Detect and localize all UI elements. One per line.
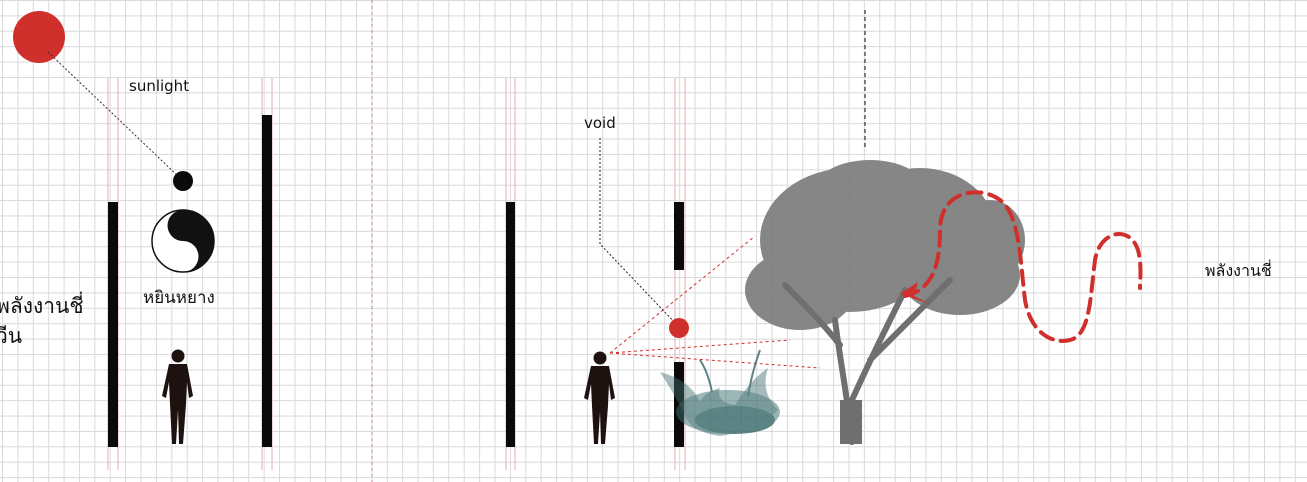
qi-label-left-line2: วีน: [0, 320, 22, 353]
right-wall-a: [506, 202, 515, 447]
void-point-icon: [669, 318, 689, 338]
sunlight-ray: [48, 52, 180, 178]
yin-yang-icon: [152, 210, 214, 272]
person-silhouette-icon-right: [584, 352, 615, 445]
sun-point-icon: [173, 171, 193, 191]
qi-label-right: พลังงานชี่: [1205, 259, 1272, 284]
person-silhouette-icon: [162, 350, 193, 445]
sun-icon: [13, 11, 65, 63]
void-leader: [600, 138, 678, 326]
left-wall-b: [262, 115, 272, 447]
qi-label-left-line1: พลังงานชี่: [0, 290, 84, 323]
sunlight-label: sunlight: [129, 77, 189, 95]
void-label: void: [584, 114, 616, 132]
yinyang-label: หยินหยาง: [143, 284, 215, 311]
tree-icon: [745, 160, 1025, 444]
right-wall-b-top: [674, 202, 684, 270]
left-wall-a: [108, 202, 118, 447]
